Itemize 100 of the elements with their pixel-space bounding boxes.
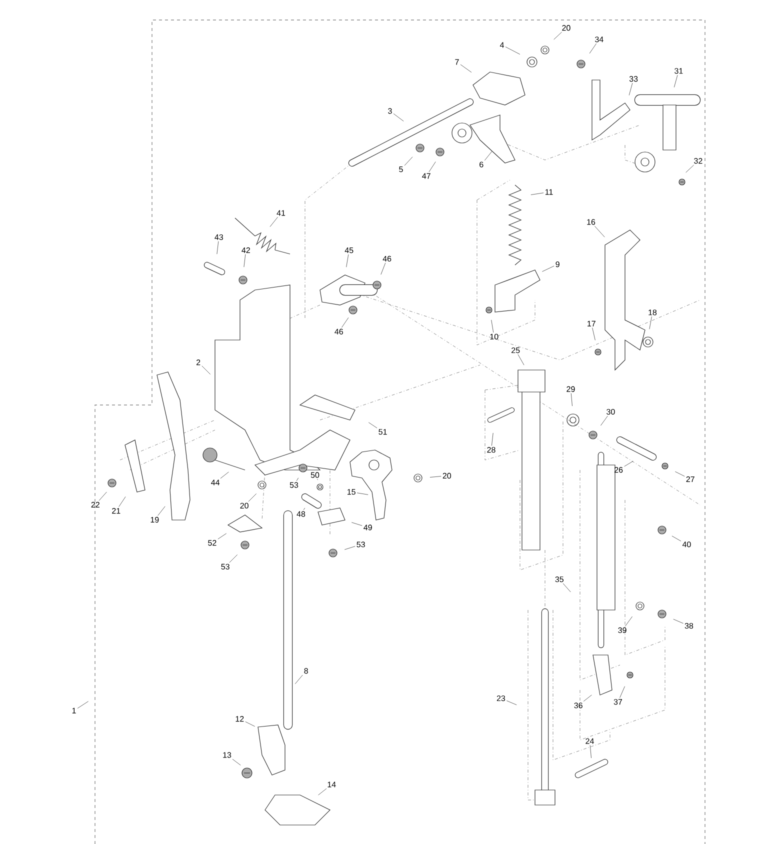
callout-number: 23 (496, 695, 506, 702)
callout-number: 8 (304, 668, 308, 674)
callout-number: 15 (348, 489, 356, 495)
callout-number: 14 (328, 782, 336, 788)
leader-line (296, 478, 299, 482)
callout-number: 35 (555, 576, 564, 582)
callout-number: 28 (487, 447, 496, 453)
leader-line (592, 328, 596, 340)
callout-number: 13 (223, 752, 232, 758)
leader-line (202, 366, 211, 375)
callout-number: 45 (344, 248, 354, 254)
callout-number: 33 (629, 76, 638, 82)
leader-line (218, 533, 227, 540)
callout-number: 31 (674, 68, 683, 74)
callout-number: 26 (614, 467, 623, 473)
callout-number: 46 (382, 256, 392, 262)
leader-line (380, 262, 386, 275)
callout-number: 9 (556, 261, 560, 268)
callout-number: 20 (562, 25, 570, 31)
leader-line (625, 616, 632, 626)
leader-line (294, 674, 303, 684)
leader-line (562, 583, 571, 592)
callout-number: 50 (310, 472, 320, 478)
leader-line (672, 536, 682, 542)
callout-number: 19 (150, 516, 159, 523)
callout-number: 44 (211, 480, 220, 486)
leader-line (404, 156, 413, 166)
leader-line (624, 460, 634, 467)
leader-line (570, 393, 572, 406)
leader-line (620, 686, 625, 698)
callout-number: 47 (422, 173, 430, 179)
callout-number: 52 (208, 540, 216, 546)
leader-line (673, 618, 684, 624)
callout-number: 18 (648, 310, 657, 316)
callout-number: 34 (595, 36, 604, 42)
leader-line (600, 416, 608, 426)
leader-line (118, 496, 126, 507)
leader-line (351, 522, 362, 526)
leader-line (530, 192, 544, 195)
leader-line (232, 758, 241, 766)
leader-line (506, 700, 517, 706)
leader-line (216, 241, 219, 254)
leader-line (428, 162, 436, 172)
leader-line (245, 722, 256, 727)
leader-line (158, 506, 166, 516)
leader-line (356, 492, 368, 495)
callout-number: 38 (684, 623, 694, 629)
leader-line (393, 113, 404, 122)
leader-line (220, 472, 229, 479)
leader-line (77, 701, 88, 708)
leader-line (229, 554, 238, 563)
leader-line (649, 316, 652, 330)
callout-number: 5 (399, 166, 403, 172)
leader-line (491, 320, 494, 333)
callout-number: 29 (566, 386, 575, 392)
leader-line (554, 32, 562, 40)
leader-line (460, 64, 472, 73)
callout-number: 46 (334, 328, 343, 334)
callout-number: 6 (480, 162, 484, 168)
callout-number: 39 (618, 627, 626, 634)
callout-number: 22 (91, 502, 100, 508)
leader-line (674, 471, 685, 476)
callout-number: 17 (588, 320, 596, 326)
callout-number: 42 (242, 247, 250, 253)
callout-number: 11 (545, 189, 553, 195)
leader-line (318, 788, 327, 796)
callout-number: 20 (240, 502, 248, 509)
callout-number: 20 (442, 472, 452, 479)
callout-number: 16 (587, 219, 596, 225)
callout-number: 49 (364, 524, 372, 530)
leader-line (344, 546, 356, 550)
leader-line (590, 745, 592, 758)
leader-line (583, 694, 592, 702)
callout-number: 30 (606, 408, 615, 415)
leader-line (270, 216, 278, 227)
callout-number: 53 (221, 564, 230, 570)
leader-line (505, 46, 520, 55)
callout-number: 2 (196, 360, 200, 366)
callout-number: 10 (490, 334, 498, 340)
leader-line (248, 493, 257, 502)
leader-line (342, 317, 349, 328)
callout-number: 40 (682, 542, 691, 548)
callout-number: 36 (574, 702, 582, 708)
leader-line (430, 476, 442, 478)
leader-line (589, 43, 597, 54)
callout-number: 43 (214, 234, 223, 240)
callout-number: 4 (500, 42, 504, 48)
leader-line (542, 266, 554, 272)
leader-line (686, 164, 694, 173)
leader-line (518, 354, 524, 366)
callout-number: 25 (512, 347, 520, 354)
callout-number: 41 (276, 210, 286, 216)
leader-line (303, 508, 306, 510)
leader-line (98, 492, 107, 501)
leader-line (244, 254, 246, 268)
callout-number: 1 (72, 708, 76, 714)
callout-number: 27 (686, 476, 694, 482)
leader-line (492, 432, 494, 446)
callout-number: 24 (586, 738, 594, 744)
callout-number: 32 (694, 158, 702, 164)
